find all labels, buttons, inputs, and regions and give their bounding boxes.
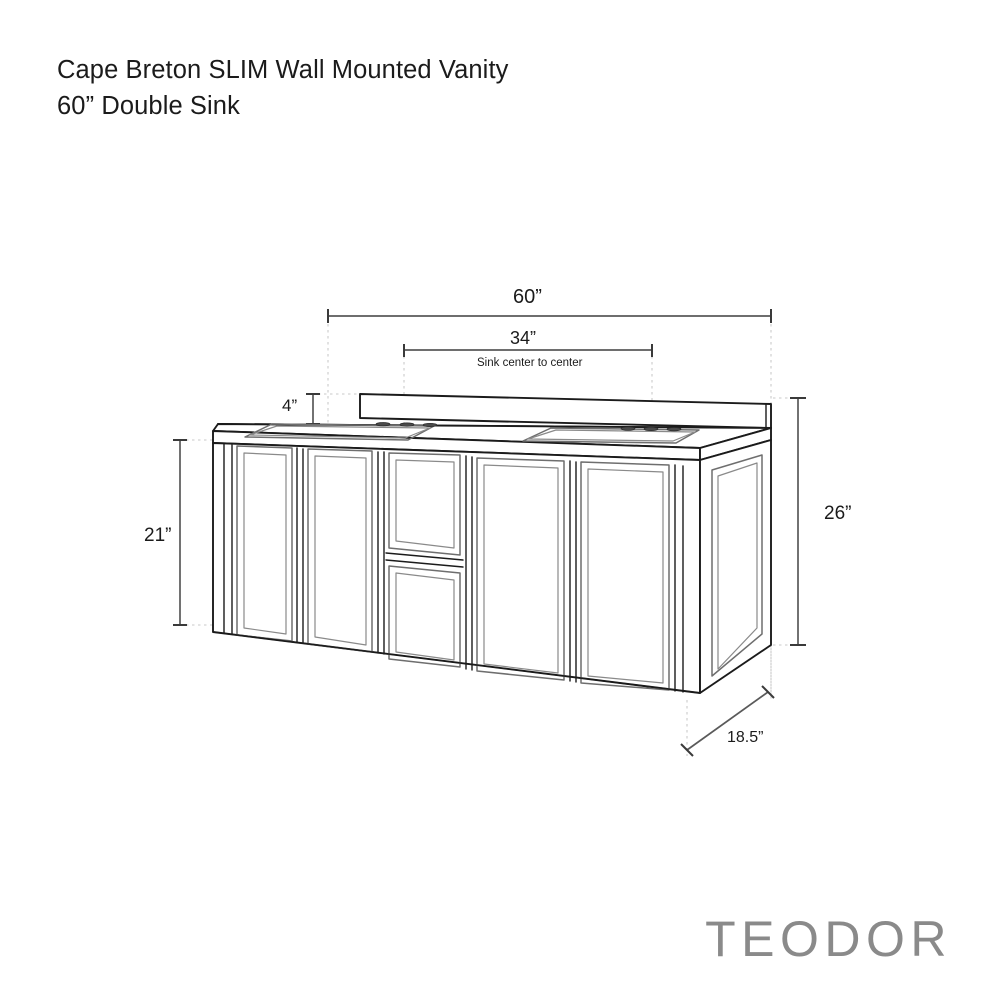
door-left-1[interactable]	[236, 445, 293, 642]
sink-basin-left	[244, 423, 435, 441]
brand-logo-teodor: TEODOR	[705, 911, 952, 967]
dimension-note-sink-spacing: Sink center to center	[477, 357, 583, 369]
extension-lines	[180, 318, 800, 756]
sink-basin-right	[522, 427, 700, 444]
countertop	[210, 423, 772, 461]
dimension-backsplash-height	[306, 393, 320, 425]
dimension-label-width: 60”	[513, 286, 542, 308]
cabinet-left-stile	[223, 443, 233, 635]
dimension-overall-height	[790, 397, 806, 646]
title-line-product: Cape Breton SLIM Wall Mounted Vanity	[57, 56, 509, 84]
stile-divider-1	[296, 447, 304, 644]
cabinet-right-side-panel	[699, 439, 772, 694]
dimension-overall-width	[327, 309, 772, 323]
dimension-label-backsplash: 4”	[282, 396, 298, 415]
door-right-2[interactable]	[580, 461, 670, 691]
stile-divider-3	[465, 455, 473, 671]
faucet-holes-right	[620, 426, 682, 432]
dimension-label-cabinet-height: 21”	[144, 525, 172, 546]
stile-divider-4	[569, 460, 577, 683]
door-left-2[interactable]	[307, 448, 373, 653]
cabinet-right-stile	[674, 464, 684, 693]
door-right-1[interactable]	[476, 457, 565, 681]
drawer-lower-center[interactable]	[388, 565, 461, 668]
dimension-label-overall-height: 26”	[824, 503, 852, 524]
backsplash	[359, 393, 772, 429]
stile-divider-2	[377, 451, 385, 655]
dimension-label-depth: 18.5”	[727, 729, 764, 746]
dimension-label-sink-spacing: 34”	[510, 328, 537, 348]
page-title: Cape Breton SLIM Wall Mounted Vanity 60”…	[57, 52, 757, 124]
cabinet-bottom-edge	[212, 631, 701, 694]
title-line-size: 60” Double Sink	[57, 92, 240, 120]
dimension-cabinet-height	[173, 439, 187, 626]
drawer-upper-center[interactable]	[388, 452, 461, 556]
cabinet-front-face	[212, 442, 701, 694]
faucet-holes-left	[375, 422, 438, 428]
rail-between-drawers	[385, 552, 464, 568]
